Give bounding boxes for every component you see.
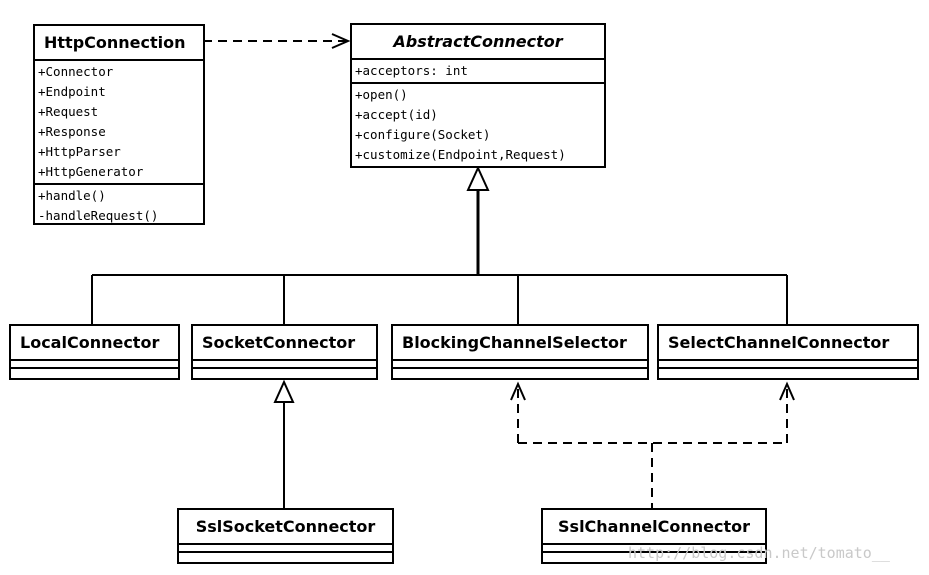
class-name: HttpConnection bbox=[44, 33, 186, 52]
watermark: http://blog.csdn.net/tomato__ bbox=[628, 544, 890, 562]
methods-compartment: +handle() -handleRequest() bbox=[35, 183, 203, 227]
method: +handle() bbox=[38, 188, 106, 203]
methods-compartment: +open() +accept(id) +configure(Socket) +… bbox=[352, 82, 604, 166]
fields-compartment bbox=[179, 543, 392, 551]
methods-compartment bbox=[11, 367, 178, 375]
class-name: SocketConnector bbox=[202, 333, 356, 352]
fields-compartment: +acceptors: int bbox=[352, 58, 604, 82]
fields-compartment bbox=[393, 359, 647, 367]
inheritance-triangle-icon bbox=[466, 165, 490, 191]
class-http-connection[interactable]: HttpConnection +Connector +Endpoint +Req… bbox=[33, 24, 205, 225]
field: +acceptors: int bbox=[355, 63, 468, 78]
field: +HttpGenerator bbox=[38, 164, 144, 179]
field: +HttpParser bbox=[38, 144, 121, 159]
class-abstract-connector[interactable]: AbstractConnector +acceptors: int +open(… bbox=[350, 23, 606, 168]
class-name: SslChannelConnector bbox=[558, 517, 750, 536]
methods-compartment bbox=[179, 551, 392, 559]
class-name: BlockingChannelSelector bbox=[402, 333, 627, 352]
field: +Response bbox=[38, 124, 106, 139]
class-name: AbstractConnector bbox=[393, 32, 563, 51]
field: +Connector bbox=[38, 64, 114, 79]
open-arrow-icon bbox=[510, 381, 526, 401]
class-ssl-socket-connector[interactable]: SslSocketConnector bbox=[177, 508, 394, 564]
class-name: SslSocketConnector bbox=[195, 517, 376, 536]
class-select-channel-connector[interactable]: SelectChannelConnector bbox=[657, 324, 919, 380]
class-name: SelectChannelConnector bbox=[668, 333, 890, 352]
fields-compartment bbox=[543, 543, 765, 551]
class-socket-connector[interactable]: SocketConnector bbox=[191, 324, 378, 380]
method: -handleRequest() bbox=[38, 208, 159, 223]
fields-compartment: +Connector +Endpoint +Request +Response … bbox=[35, 59, 203, 183]
open-arrow-icon bbox=[331, 33, 351, 49]
class-ssl-channel-connector[interactable]: SslChannelConnector bbox=[541, 508, 767, 564]
method: +open() bbox=[355, 87, 408, 102]
field: +Endpoint bbox=[38, 84, 106, 99]
method: +accept(id) bbox=[355, 107, 438, 122]
fields-compartment bbox=[11, 359, 178, 367]
class-blocking-channel-selector[interactable]: BlockingChannelSelector bbox=[391, 324, 649, 380]
open-arrow-icon bbox=[779, 381, 795, 401]
class-local-connector[interactable]: LocalConnector bbox=[9, 324, 180, 380]
method: +customize(Endpoint,Request) bbox=[355, 147, 566, 162]
methods-compartment bbox=[659, 367, 917, 375]
field: +Request bbox=[38, 104, 99, 119]
inheritance-triangle-icon bbox=[273, 379, 295, 403]
method: +configure(Socket) bbox=[355, 127, 491, 142]
class-name: LocalConnector bbox=[20, 333, 160, 352]
methods-compartment bbox=[193, 367, 376, 375]
methods-compartment bbox=[543, 551, 765, 559]
fields-compartment bbox=[193, 359, 376, 367]
methods-compartment bbox=[393, 367, 647, 375]
fields-compartment bbox=[659, 359, 917, 367]
